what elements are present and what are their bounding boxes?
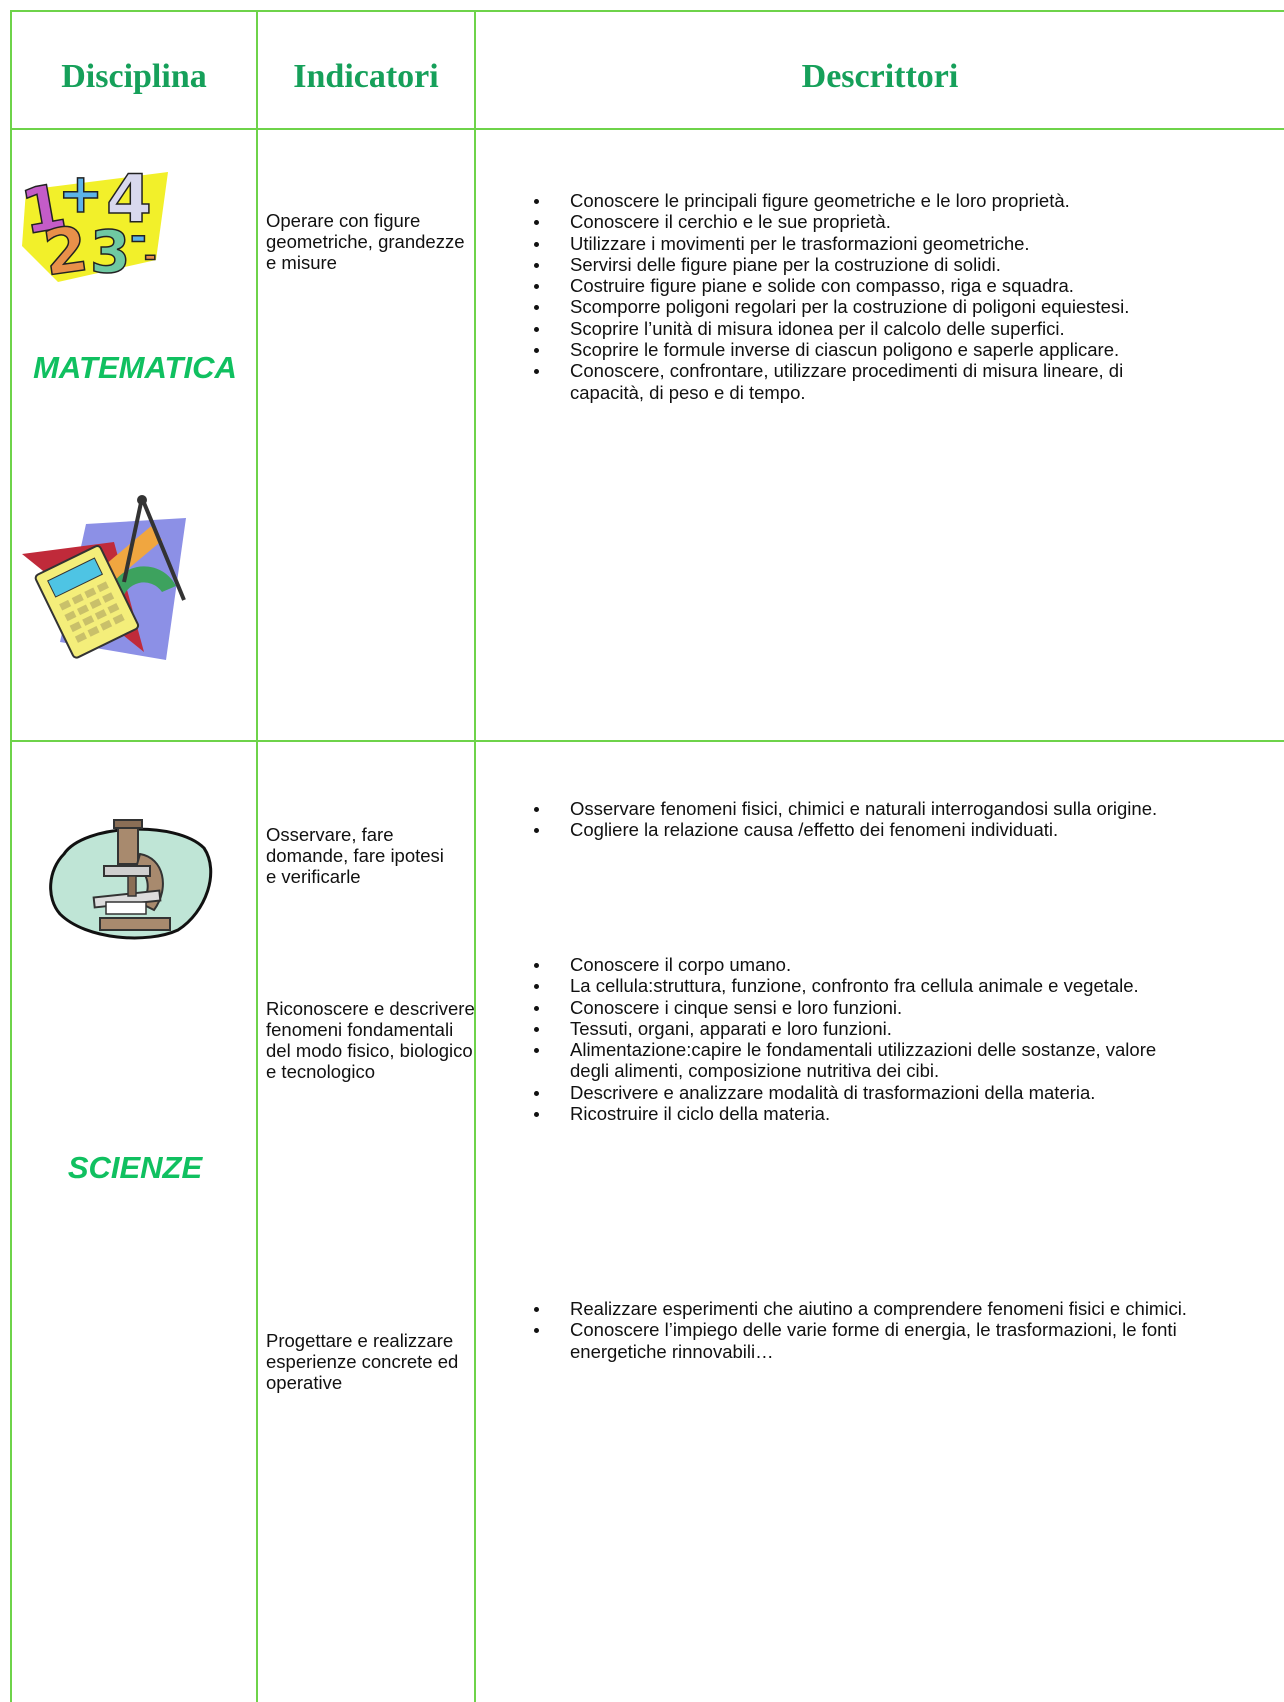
svg-text:-: - [130,214,147,260]
list-item: Realizzare esperimenti che aiutino a com… [530,1298,1190,1319]
table-border-top [10,10,1284,12]
header-disciplina: Disciplina [61,58,207,95]
list-item: Conoscere il cerchio e le sue proprietà. [530,211,1190,232]
microscope-clipart-icon [49,819,213,940]
descriptor-list-scienze-3: Realizzare esperimenti che aiutino a com… [530,1298,1190,1362]
list-item: Cogliere la relazione causa /effetto dei… [530,819,1190,840]
list-item: Scoprire l’unità di misura idonea per il… [530,318,1190,339]
list-item: Tessuti, organi, apparati e loro funzion… [530,1018,1190,1039]
header-indicatori: Indicatori [293,58,439,95]
svg-text:1: 1 [18,169,71,248]
list-item: Alimentazione:capire le fondamentali uti… [530,1039,1190,1082]
column-divider-1 [256,10,258,1702]
list-item: La cellula:struttura, funzione, confront… [530,975,1190,996]
list-item: Conoscere, confrontare, utilizzare proce… [530,360,1190,403]
header-row-divider [10,128,1284,130]
svg-text:-: - [144,239,156,274]
svg-text:+: + [58,162,103,225]
list-item: Conoscere i cinque sensi e loro funzioni… [530,997,1190,1018]
list-item: Descrivere e analizzare modalità di tras… [530,1082,1190,1103]
table-border-left [10,10,12,1702]
list-item: Conoscere il corpo umano. [530,954,1190,975]
svg-text:3: 3 [90,218,130,285]
indicator-scienze-3: Progettare e realizzare esperienze concr… [266,1330,459,1393]
subject-scienze: SCIENZE [67,1150,203,1185]
list-item: Costruire figure piane e solide con comp… [530,275,1190,296]
indicator-scienze-1: Osservare, fare domande, fare ipotesi e … [266,824,444,887]
list-item: Scomporre poligoni regolari per la costr… [530,296,1190,317]
list-item: Ricostruire il ciclo della materia. [530,1103,1190,1124]
list-item: Conoscere l’impiego delle varie forme di… [530,1319,1190,1362]
subject-matematica: MATEMATICA [33,350,237,385]
indicator-scienze-2: Riconoscere e descrivere fenomeni fondam… [266,998,475,1082]
descriptor-list-scienze-1: Osservare fenomeni fisici, chimici e nat… [530,798,1190,841]
list-item: Scoprire le formule inverse di ciascun p… [530,339,1190,360]
svg-text:4: 4 [106,161,152,238]
descriptor-list-scienze-2: Conoscere il corpo umano. La cellula:str… [530,954,1190,1124]
numbers-clipart-icon: 1 + 4 2 3 - - [18,160,168,285]
row-divider [10,740,1284,742]
list-item: Utilizzare i movimenti per le trasformaz… [530,233,1190,254]
header-descrittori: Descrittori [801,58,959,95]
list-item: Osservare fenomeni fisici, chimici e nat… [530,798,1190,819]
geometry-tools-clipart-icon [22,495,186,660]
descriptor-list-matematica: Conoscere le principali figure geometric… [530,190,1190,403]
column-divider-2 [474,10,476,1702]
list-item: Conoscere le principali figure geometric… [530,190,1190,211]
indicator-matematica: Operare con figure geometriche, grandezz… [266,210,465,273]
list-item: Servirsi delle figure piane per la costr… [530,254,1190,275]
